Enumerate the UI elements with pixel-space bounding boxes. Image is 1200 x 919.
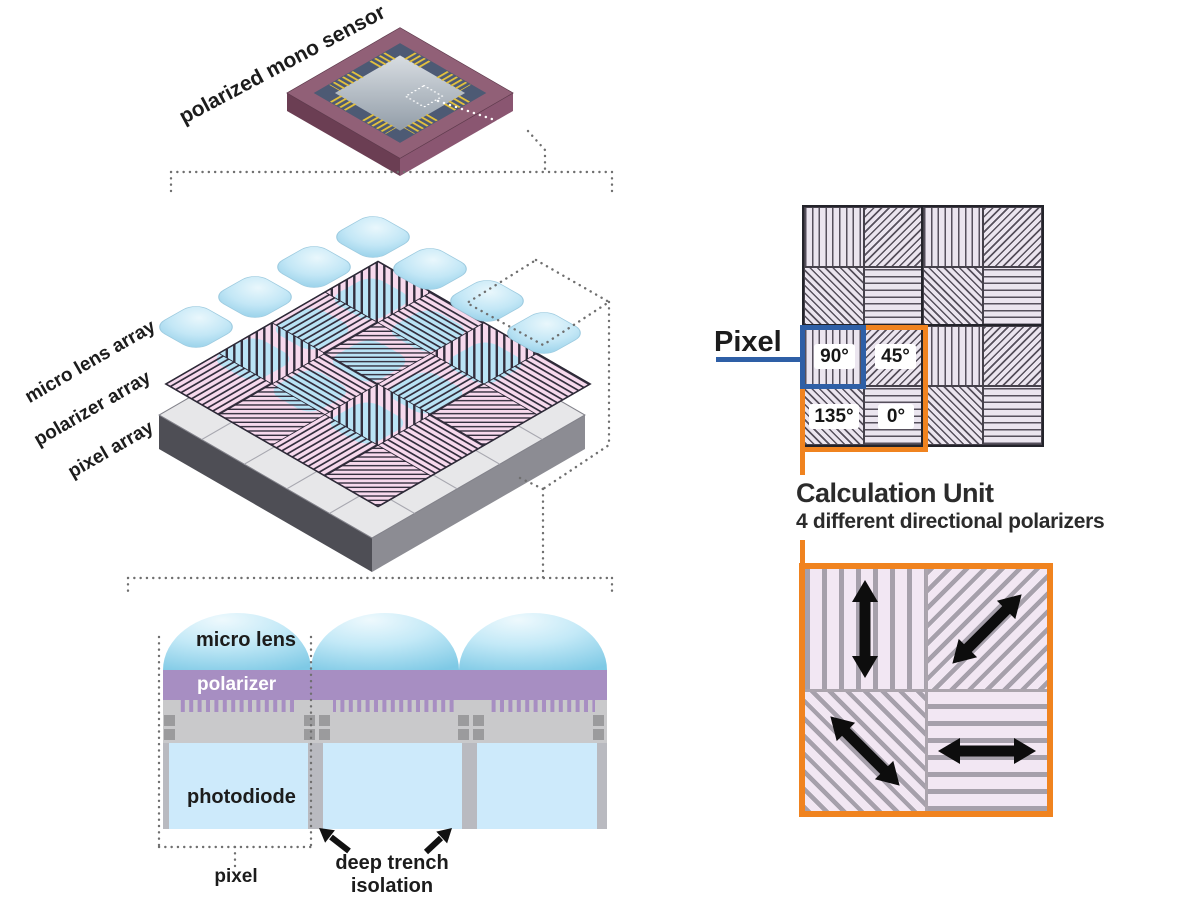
pixel-pointer-line (716, 357, 801, 362)
sensor-diagram-art (126, 27, 614, 868)
angle-badge-90: 90° (814, 344, 855, 369)
chip-zoom-region-dotted (404, 84, 444, 108)
deep-trench-isolation-label: deep trench isolation (316, 852, 468, 898)
micro-lens-label: micro lens (196, 629, 297, 651)
sensor-chip (286, 27, 514, 176)
mosaic-cell-90 (804, 207, 864, 267)
mosaic-cell-45 (982, 326, 1042, 386)
dotted-connectors (126, 99, 614, 868)
unit-cell-135 (805, 691, 925, 811)
photodiode-region (169, 743, 308, 829)
photodiode-region (323, 743, 462, 829)
pixel-cross-section-label: pixel (214, 866, 258, 887)
pixel-highlight-box (800, 325, 866, 389)
deep-trench-line2: isolation (350, 875, 434, 897)
mosaic-cell-135 (804, 266, 864, 326)
contact-pads (164, 715, 604, 740)
mosaic-cell-0 (863, 266, 923, 326)
angle-badge-45: 45° (875, 344, 916, 369)
calculation-unit-title: Calculation Unit (796, 478, 994, 508)
unit-cell-90 (805, 569, 925, 689)
micro-lens-array-floating (159, 216, 581, 354)
polarizer-label: polarizer (197, 674, 277, 695)
mosaic-cell-0 (982, 385, 1042, 445)
photodiode-region (477, 743, 597, 829)
photodiode-label: photodiode (187, 786, 296, 808)
mosaic-cell-90 (923, 326, 983, 386)
unit-cell-45 (927, 569, 1047, 689)
dti-arrows (319, 828, 452, 855)
pixel-label: Pixel (714, 326, 782, 358)
angle-badge-135: 135° (809, 404, 859, 429)
polarizer-band (163, 670, 607, 701)
orange-connector-upper (800, 447, 805, 475)
unit-cell-0 (927, 691, 1047, 811)
mosaic-cell-45 (982, 207, 1042, 267)
mosaic-cell-45 (863, 207, 923, 267)
polarizer-mosaic-grid (802, 205, 1044, 447)
micro-lens-dome (163, 613, 311, 670)
micro-lens-dome (459, 613, 607, 670)
cross-section (163, 613, 607, 855)
deep-trench-line1: deep trench (335, 852, 449, 874)
mosaic-cell-135 (923, 266, 983, 326)
mosaic-cell-90 (923, 207, 983, 267)
polarizer-array-hatch (164, 260, 592, 508)
mosaic-cell-135 (923, 385, 983, 445)
calculation-unit-square (799, 563, 1053, 817)
deep-trench (462, 743, 477, 829)
calculation-unit-subtitle: 4 different directional polarizers (796, 510, 1105, 533)
mosaic-cell-0 (982, 266, 1042, 326)
orange-connector-lower (800, 540, 805, 564)
micro-lens-dome (311, 613, 459, 670)
angle-badge-0: 0° (878, 404, 914, 429)
